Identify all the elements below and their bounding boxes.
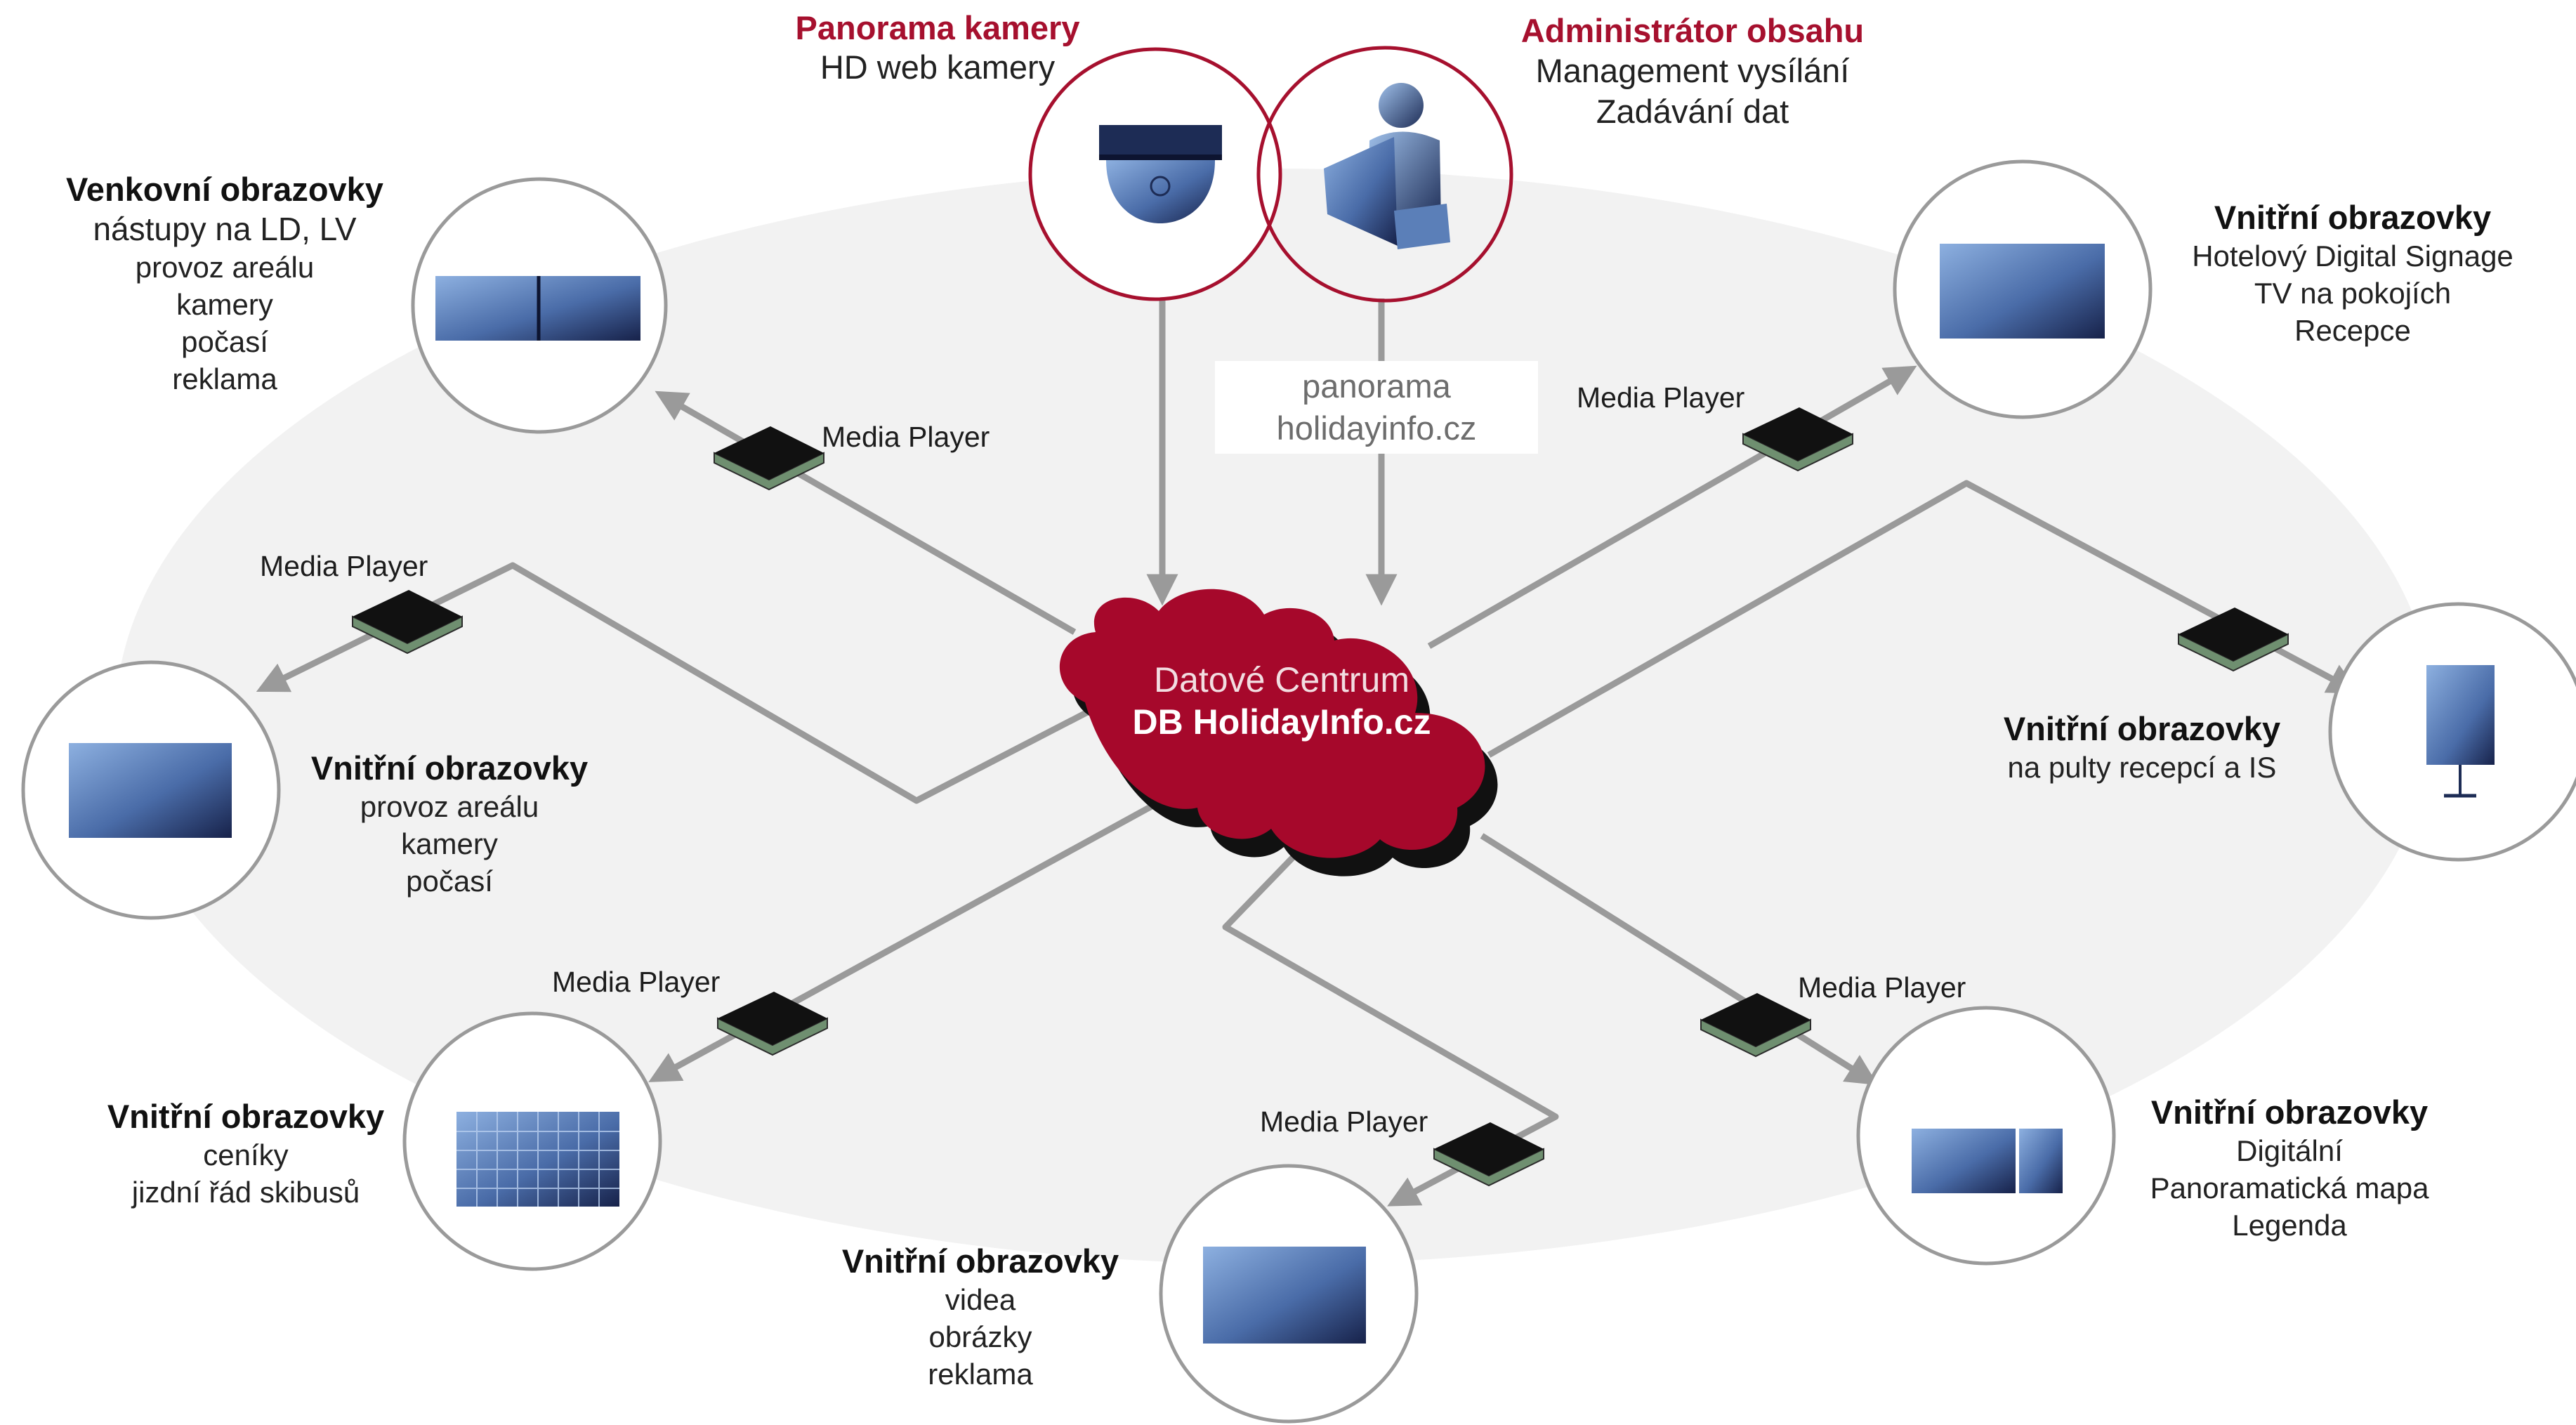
bottom-right-line: Panoramatická mapa	[2150, 1171, 2429, 1204]
bottom-right-endpoint	[1856, 1006, 2116, 1266]
outdoor-line: nástupy na LD, LV	[93, 211, 357, 247]
hotel-link	[1427, 365, 1917, 649]
left-indoor-title: Vnitřní obrazovky	[310, 749, 589, 787]
camera-source-line: HD web kamery	[820, 48, 1056, 86]
bottom-center-line: obrázky	[928, 1320, 1032, 1353]
left-indoor-line: kamery	[401, 827, 498, 860]
media-player-device-bottom-left	[717, 992, 828, 1056]
bottom-right-line: Digitální	[2236, 1134, 2343, 1167]
kiosk-label: Vnitřní obrazovky na pulty recepcí a IS	[1980, 709, 2304, 786]
data-center-line1: Datové Centrum	[1153, 660, 1410, 700]
panorama-line: holidayinfo.cz	[1276, 409, 1477, 447]
admin-source-title: Administrátor obsahu	[1520, 12, 1865, 49]
media-player-device-left-indoor	[352, 590, 463, 655]
data-center-label: Datové Centrum DB HolidayInfo.cz	[1096, 659, 1468, 743]
screen-icon	[1203, 1247, 1366, 1344]
hotel-title: Vnitřní obrazovky	[2214, 199, 2492, 236]
outdoor-endpoint	[411, 177, 668, 434]
camera-source-title: Panorama kamery	[795, 9, 1080, 46]
data-center-cloud	[1059, 589, 1498, 876]
data-center-line2: DB HolidayInfo.cz	[1132, 702, 1431, 742]
media-player-device-outdoor	[714, 426, 824, 491]
kiosk-endpoint	[2328, 602, 2576, 862]
bottom-left-label: Vnitřní obrazovky ceníky jizdní řád skib…	[84, 1097, 407, 1211]
media-player-label-bottom-left: Media Player	[552, 966, 721, 998]
admin-source-line: Zadávání dat	[1596, 93, 1789, 130]
media-player-label-hotel: Media Player	[1577, 381, 1745, 414]
media-player-label-left-indoor: Media Player	[260, 550, 428, 582]
left-indoor-line: provoz areálu	[360, 790, 539, 823]
kiosk-title: Vnitřní obrazovky	[2003, 710, 2281, 747]
bottom-left-title: Vnitřní obrazovky	[107, 1098, 385, 1135]
left-indoor-line: počasí	[406, 865, 493, 898]
bottom-right-link	[1480, 833, 1879, 1085]
outdoor-link	[655, 390, 1077, 635]
screen-icon	[69, 743, 232, 838]
bottom-left-line: ceníky	[203, 1138, 289, 1171]
panoramic-map-screen-icon	[1912, 1129, 2016, 1193]
panorama-source-label: panorama holidayinfo.cz	[1215, 361, 1538, 454]
dome-camera-icon	[1099, 125, 1222, 223]
panorama-line: panorama	[1302, 367, 1451, 405]
bottom-left-line: jizdní řád skibusů	[131, 1176, 360, 1209]
media-player-device-hotel	[1742, 407, 1853, 472]
bottom-center-endpoint	[1159, 1164, 1419, 1424]
outdoor-label: Venkovní obrazovky nástupy na LD, LV pro…	[63, 170, 386, 398]
hotel-line: TV na pokojích	[2254, 277, 2452, 310]
bottom-right-label: Vnitřní obrazovky Digitální Panoramatick…	[2128, 1093, 2451, 1244]
admin-workstation-icon	[1324, 83, 1450, 249]
bottom-right-title: Vnitřní obrazovky	[2150, 1094, 2429, 1131]
bottom-center-line: reklama	[928, 1358, 1033, 1391]
media-player-label-bottom-center: Media Player	[1260, 1105, 1428, 1138]
hotel-endpoint	[1893, 159, 2153, 419]
hotel-line: Hotelový Digital Signage	[2192, 239, 2513, 272]
outdoor-line: reklama	[172, 362, 277, 395]
media-player-device-bottom-right	[1700, 993, 1811, 1058]
outdoor-line: kamery	[176, 288, 273, 321]
outdoor-line: počasí	[181, 325, 268, 358]
media-player-label-outdoor: Media Player	[822, 421, 990, 453]
bottom-right-line: Legenda	[2232, 1209, 2347, 1242]
outdoor-line: provoz areálu	[135, 251, 315, 284]
admin-circle	[1256, 46, 1513, 303]
bottom-center-line: videa	[945, 1283, 1016, 1316]
camera-source-label: Panorama kamery HD web kamery	[741, 8, 1134, 87]
hotel-line: Recepce	[2294, 314, 2411, 347]
media-player-device-kiosk	[2178, 608, 2289, 672]
bottom-left-endpoint	[402, 1011, 662, 1271]
hotel-label: Vnitřní obrazovky Hotelový Digital Signa…	[2156, 198, 2549, 349]
media-player-label-bottom-right: Media Player	[1798, 971, 1966, 1004]
screen-icon	[1940, 244, 2105, 339]
kiosk-stand-icon	[2426, 665, 2495, 765]
bottom-center-title: Vnitřní obrazovky	[841, 1242, 1119, 1280]
admin-source-line: Management vysílání	[1535, 52, 1850, 89]
outdoor-title: Venkovní obrazovky	[66, 171, 383, 208]
left-indoor-label: Vnitřní obrazovky provoz areálu kamery p…	[288, 749, 611, 900]
bottom-center-label: Vnitřní obrazovky videa obrázky reklama	[819, 1242, 1142, 1393]
left-indoor-endpoint	[21, 660, 281, 920]
kiosk-line: na pulty recepcí a IS	[2007, 751, 2277, 784]
admin-source-label: Administrátor obsahu Management vysílání…	[1468, 11, 1917, 132]
media-player-device-bottom-center	[1433, 1122, 1544, 1187]
